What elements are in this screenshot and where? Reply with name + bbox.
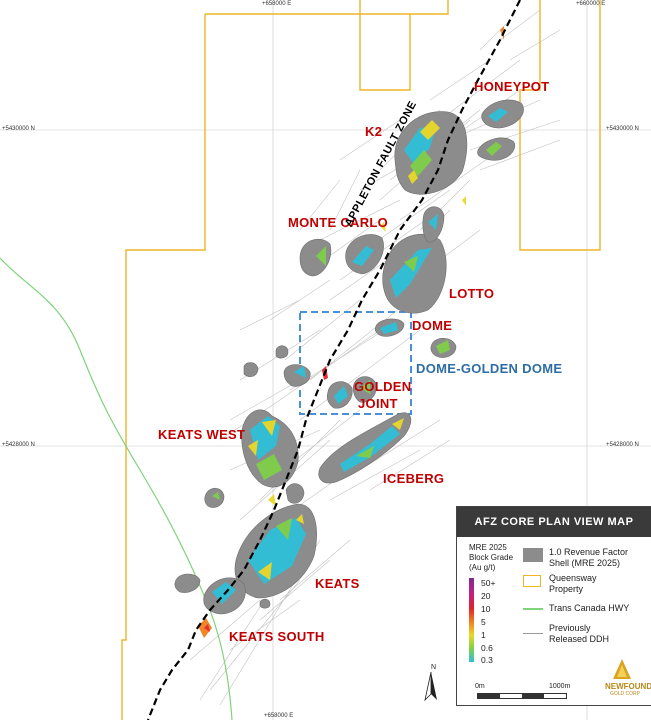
shell-legend-line1: 1.0 Revenue Factor bbox=[549, 547, 629, 557]
grade-value-0-6: 0.6 bbox=[481, 643, 493, 653]
property-legend-line2: Property bbox=[549, 584, 584, 594]
deposit-label-dome: DOME bbox=[412, 318, 453, 333]
northing-lower-right-label: +5428000 N bbox=[606, 442, 639, 448]
shell-keats-3 bbox=[174, 573, 201, 593]
north-arrow-label: N bbox=[431, 664, 437, 671]
grade-color-ramp bbox=[469, 578, 474, 662]
property-swatch bbox=[523, 575, 541, 587]
scale-bar bbox=[477, 693, 567, 699]
ddh-legend-line2: Released DDH bbox=[549, 634, 610, 644]
northing-upper-left-label: +5430000 N bbox=[2, 126, 35, 132]
northing-lower-left-label: +5428000 N bbox=[2, 442, 35, 448]
deposit-label-k2: K2 bbox=[365, 124, 383, 139]
shell-small-1 bbox=[275, 345, 289, 359]
grade-value-10: 10 bbox=[481, 604, 491, 614]
shell-legend-line2: Shell (MRE 2025) bbox=[549, 558, 621, 568]
grade-value-0-3: 0.3 bbox=[481, 655, 493, 665]
trans-canada-highway bbox=[0, 257, 233, 720]
map-title: AFZ CORE PLAN VIEW MAP bbox=[457, 507, 651, 537]
grade-value-20: 20 bbox=[481, 591, 491, 601]
property-legend-line1: Queensway bbox=[549, 573, 597, 583]
highway-legend-label: Trans Canada HWY bbox=[549, 603, 630, 613]
scale-start-label: 0m bbox=[475, 683, 485, 690]
deposit-label-dome-golden-dome: DOME-GOLDEN DOME bbox=[416, 361, 563, 376]
deposit-label-joint: JOINT bbox=[358, 396, 398, 411]
deposit-label-keats: KEATS bbox=[315, 576, 360, 591]
deposit-label-lotto: LOTTO bbox=[449, 286, 495, 301]
highway-swatch bbox=[523, 608, 543, 610]
deposit-label-monte-carlo: MONTE CARLO bbox=[288, 215, 389, 230]
newfound-logo-icon bbox=[613, 659, 631, 679]
shell-mid bbox=[285, 483, 305, 504]
deposit-label-honeypot: HONEYPOT bbox=[474, 79, 550, 94]
deposit-label-keats-west: KEATS WEST bbox=[158, 427, 246, 442]
grade-value-1: 1 bbox=[481, 630, 486, 640]
grade-value-50: 50+ bbox=[481, 578, 496, 588]
queensway-property-boundary bbox=[121, 0, 601, 720]
easting-top-right-label: +660000 E bbox=[576, 1, 606, 7]
north-arrow-icon bbox=[424, 671, 437, 702]
ddh-swatch bbox=[523, 633, 543, 634]
deposit-label-golden: GOLDEN bbox=[354, 379, 412, 394]
grade-legend-title-line1: MRE 2025 bbox=[469, 543, 507, 552]
deposit-label-iceberg: ICEBERG bbox=[383, 471, 445, 486]
shell-golden-joint bbox=[283, 364, 311, 387]
easting-top-left-label: +658000 E bbox=[262, 1, 292, 7]
scale-end-label: 1000m bbox=[549, 683, 571, 690]
grade-legend-title-line3: (Au g/t) bbox=[469, 563, 496, 572]
grade-value-5: 5 bbox=[481, 617, 486, 627]
shell-swatch bbox=[523, 548, 543, 562]
shell-small-2 bbox=[243, 362, 259, 377]
shell-keats-2 bbox=[204, 487, 225, 508]
shell-keats-4 bbox=[259, 598, 271, 609]
map-legend: AFZ CORE PLAN VIEW MAP MRE 2025 Block Gr… bbox=[456, 506, 651, 706]
appleton-fault-line bbox=[146, 0, 521, 720]
easting-bottom-label: +658000 E bbox=[264, 713, 294, 719]
ddh-legend-line1: Previously bbox=[549, 623, 591, 633]
grade-legend-title-line2: Block Grade bbox=[469, 553, 514, 562]
logo-subtitle: GOLD CORP bbox=[610, 691, 641, 697]
block-grade-patches bbox=[198, 26, 508, 638]
shell-monte-carlo bbox=[299, 238, 332, 277]
logo-name: NEWFOUND bbox=[605, 682, 651, 691]
deposit-label-keats-south: KEATS SOUTH bbox=[229, 629, 325, 644]
northing-upper-right-label: +5430000 N bbox=[606, 126, 639, 132]
